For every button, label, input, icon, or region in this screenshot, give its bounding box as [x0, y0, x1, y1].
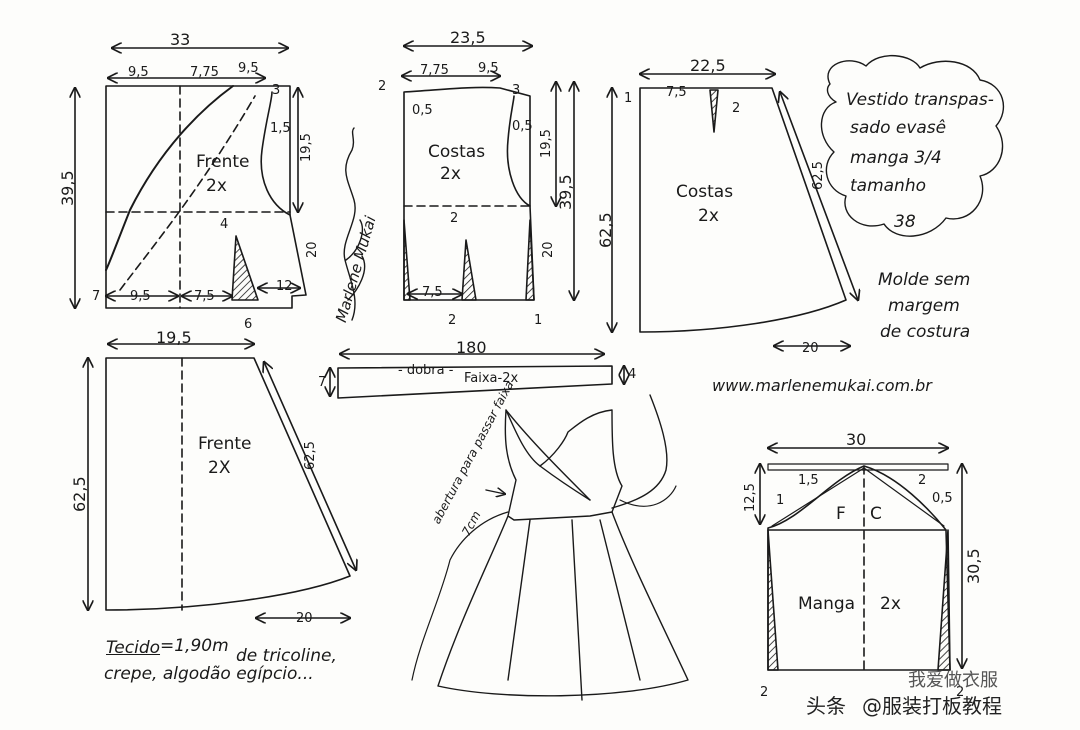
front-skirt-dim-height: 62,5 — [70, 476, 89, 512]
fabric-text-2: crepe, algodão egípcio... — [104, 664, 314, 684]
back-skirt-dim-width: 22,5 — [690, 56, 726, 75]
fabric-text-1: de tricoline, — [236, 646, 337, 666]
back-skirt-qty: 2x — [698, 206, 719, 226]
fabric-label: Tecido — [106, 638, 161, 658]
title-line-5: 38 — [894, 212, 916, 232]
margin-note-2: margem — [888, 296, 960, 316]
title-line-2: sado evasê — [850, 118, 947, 138]
back-bodice-dim-a: 2 — [378, 79, 387, 94]
front-bodice-dim-d: 3 — [272, 83, 281, 98]
sleeve-qty: 2x — [880, 594, 901, 614]
watermark-source: 头条 — [806, 694, 846, 718]
dress-sketch — [411, 394, 689, 701]
back-skirt-dim-a: 1 — [624, 91, 633, 106]
sleeve-dim-d: 0,5 — [932, 491, 953, 506]
front-skirt-qty: 2X — [208, 458, 231, 478]
back-skirt-dim-height: 62,5 — [596, 212, 615, 248]
margin-note-1: Molde sem — [878, 270, 971, 290]
front-bodice-dim-i: 7 — [92, 289, 101, 304]
front-bodice-dim-h: 20 — [305, 241, 320, 258]
front-skirt-dim-side: 62,5 — [303, 441, 318, 470]
front-bodice-dim-c: 9,5 — [238, 61, 259, 76]
watermark-tag: 我爱做衣服 — [908, 670, 998, 691]
sash-fold: - dobra - — [398, 363, 454, 378]
sleeve-dim-c: 1 — [776, 493, 785, 508]
sleeve-back-mark: C — [870, 504, 882, 524]
sleeve-dim-a: 1,5 — [798, 473, 819, 488]
front-bodice-piece — [75, 48, 307, 308]
sleeve-dim-width: 30 — [846, 430, 867, 449]
signature-mark — [343, 127, 366, 321]
sash-dim-end: 4 — [628, 367, 637, 382]
sleeve-dim-length: 30,5 — [964, 548, 983, 584]
front-bodice-dim-j: 9,5 — [130, 289, 151, 304]
sash-piece — [330, 354, 624, 399]
sleeve-dim-f: 2 — [956, 685, 965, 700]
sash-dim-length: 180 — [456, 338, 487, 357]
front-bodice-dim-l: 12 — [276, 279, 293, 294]
front-bodice-dim-height: 39,5 — [58, 170, 77, 206]
back-bodice-dim-d: 3 — [512, 83, 521, 98]
sleeve-dim-e: 2 — [760, 685, 769, 700]
back-skirt-dim-side: 62,5 — [811, 161, 826, 190]
title-line-4: tamanho — [850, 176, 927, 196]
front-bodice-dim-width: 33 — [170, 30, 191, 49]
margin-note-3: de costura — [880, 322, 971, 342]
title-cloud — [820, 54, 1005, 237]
sash-dim-width: 7 — [318, 375, 327, 390]
back-bodice-dim-width: 23,5 — [450, 28, 486, 47]
back-bodice-dim-l: 1 — [534, 313, 543, 328]
back-bodice-dim-height: 39,5 — [556, 174, 575, 210]
front-bodice-dim-k: 7,5 — [194, 289, 215, 304]
website-url: www.marlenemukai.com.br — [712, 376, 932, 395]
back-skirt-dim-hem: 20 — [802, 341, 819, 356]
front-skirt-dim-hem: 20 — [296, 611, 313, 626]
front-skirt-dim-width: 19,5 — [156, 328, 192, 347]
sleeve-piece — [760, 448, 962, 671]
back-bodice-dim-e: 0,5 — [412, 103, 433, 118]
back-skirt-name: Costas — [676, 182, 734, 202]
sleeve-dim-b: 2 — [918, 473, 927, 488]
sleeve-front-mark: F — [836, 504, 846, 524]
title-line-1: Vestido transpas- — [846, 90, 994, 110]
front-bodice-dim-g: 4 — [220, 217, 229, 232]
back-skirt-dim-c: 2 — [732, 101, 741, 116]
watermark-handle: @服装打板教程 — [862, 694, 1002, 718]
back-skirt-dim-b: 7,5 — [666, 85, 687, 100]
front-bodice-qty: 2x — [206, 176, 227, 196]
back-bodice-dim-f: 0,5 — [512, 119, 533, 134]
front-bodice-dim-e: 1,5 — [270, 121, 291, 136]
back-bodice-qty: 2x — [440, 164, 461, 184]
back-bodice-dim-g: 19,5 — [539, 129, 554, 158]
sash-name: Faixa-2x — [464, 371, 519, 386]
sleeve-dim-cap: 12,5 — [743, 483, 758, 512]
title-line-3: manga 3/4 — [850, 148, 942, 168]
back-bodice-dim-c: 9,5 — [478, 61, 499, 76]
back-bodice-name: Costas — [428, 142, 486, 162]
back-skirt-piece — [612, 74, 858, 346]
front-bodice-name: Frente — [196, 152, 250, 172]
back-bodice-piece — [402, 46, 574, 300]
back-bodice-dim-b: 7,75 — [420, 63, 449, 78]
front-bodice-dim-f: 19,5 — [299, 133, 314, 162]
front-bodice-dim-b: 7,75 — [190, 65, 219, 80]
back-bodice-dim-i: 20 — [541, 241, 556, 258]
sleeve-name: Manga — [798, 594, 856, 614]
fabric-amount: =1,90m — [160, 636, 229, 656]
back-bodice-dim-j: 7,5 — [422, 285, 443, 300]
front-skirt-piece — [88, 344, 356, 618]
back-bodice-dim-k: 2 — [448, 313, 457, 328]
front-skirt-name: Frente — [198, 434, 252, 454]
front-bodice-dim-a: 9,5 — [128, 65, 149, 80]
front-bodice-dim-m: 6 — [244, 317, 253, 332]
back-bodice-dim-h: 2 — [450, 211, 459, 226]
